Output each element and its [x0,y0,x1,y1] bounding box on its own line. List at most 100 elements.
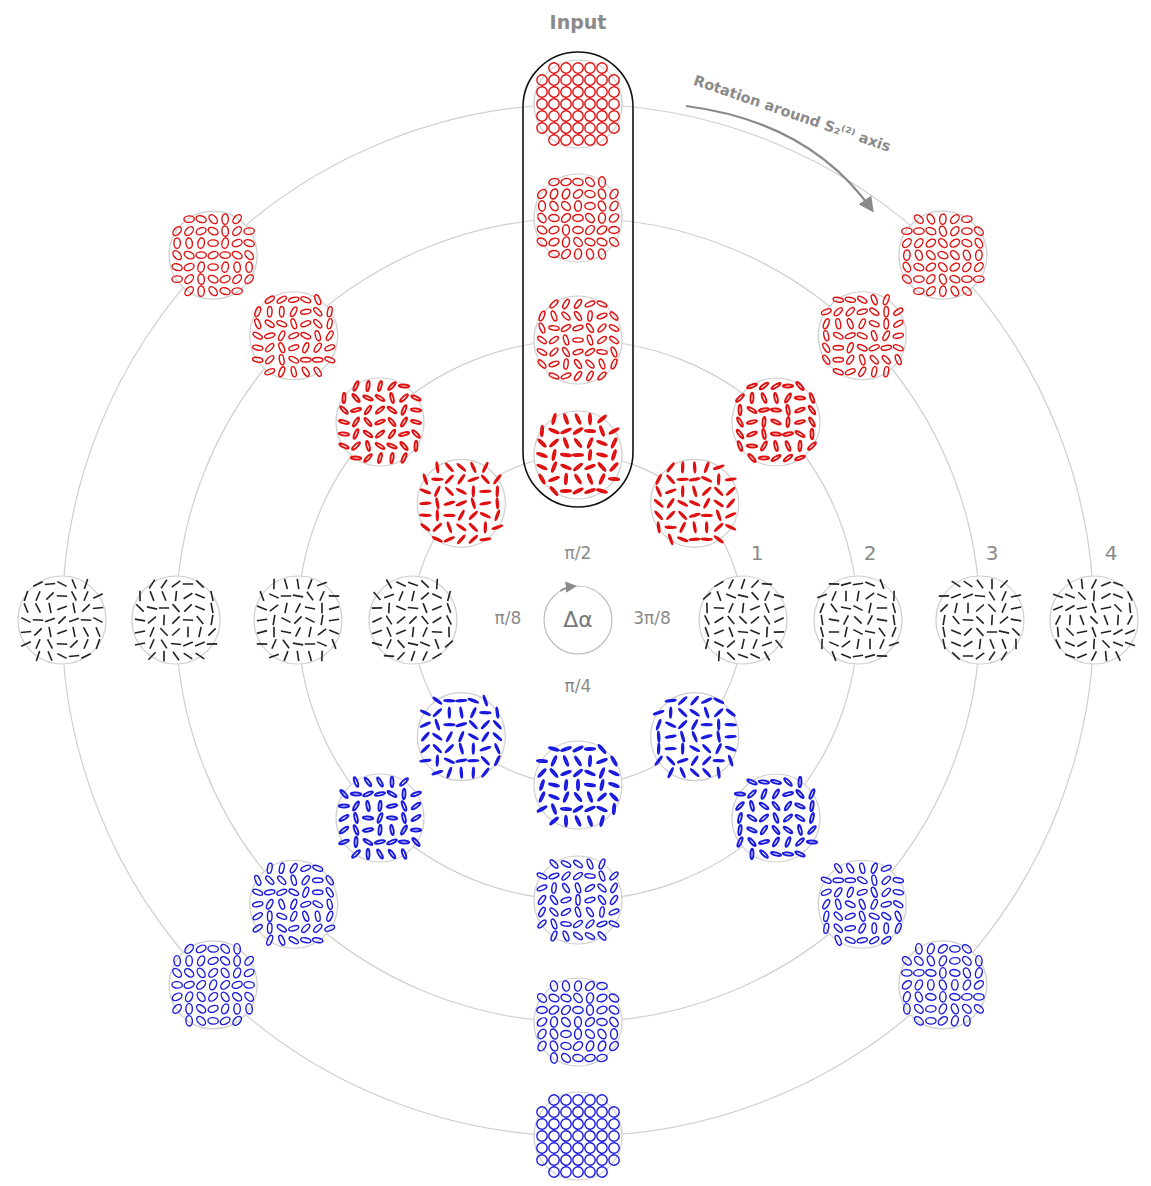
polarization-ellipse [938,979,948,991]
polarization-ellipse [822,899,831,910]
polarization-ellipse [411,802,421,811]
polarization-ellipse [246,262,253,272]
polarization-line [260,591,264,601]
polarization-line [150,639,154,649]
polarization-line [1011,619,1021,621]
polarization-line [955,603,957,613]
polarization-disk [818,860,906,948]
polarization-ellipse [565,816,567,826]
polarization-ellipse [573,488,583,494]
disk-outline [169,941,257,1029]
polarization-ellipse [376,777,384,787]
polarization-ellipse [937,1015,949,1027]
polarization-disk [651,459,739,547]
polarization-ellipse [551,756,557,766]
polarization-ellipse [689,538,699,540]
polarization-ellipse [561,1107,572,1118]
polarization-ellipse [472,767,474,777]
polarization-ellipse [481,720,489,728]
polarization-line [398,640,405,648]
polarization-line [975,595,985,596]
polarization-ellipse [538,322,546,333]
polarization-ellipse [552,414,557,425]
polarization-ellipse [784,393,792,403]
polarization-ellipse [810,801,814,812]
polarization-line [964,641,973,647]
polarization-ellipse [339,839,350,845]
disk-outline [732,378,820,466]
polarization-ellipse [562,980,571,991]
polarization-ellipse [925,993,936,1001]
polarization-ellipse [925,238,937,249]
polarization-ellipse [597,758,607,764]
polarization-ellipse [833,863,843,874]
polarization-ellipse [312,318,323,329]
polarization-ellipse [549,895,559,906]
angle-label: π/8 [493,609,524,628]
polarization-line [329,595,339,597]
polarization-ellipse [560,1016,572,1028]
polarization-line [321,651,323,661]
polarization-ellipse [607,1129,620,1142]
polarization-line [1065,654,1075,657]
polarization-ellipse [572,324,583,331]
disk-outline [818,860,906,948]
polarization-ellipse [548,178,560,187]
polarization-ellipse [387,406,397,414]
polarization-ellipse [795,381,804,391]
polarization-ellipse [759,802,769,810]
polarization-ellipse [881,354,892,365]
polarization-ellipse [870,330,878,341]
polarization-ellipse [901,273,913,285]
polarization-ellipse [575,414,581,424]
polarization-ellipse [783,791,794,796]
polarization-ellipse [377,813,384,824]
polarization-ellipse [823,330,830,341]
polarization-line [183,642,193,646]
polarization-ellipse [436,755,438,765]
polarization-ellipse [221,226,228,237]
polarization-ellipse [595,1165,608,1178]
polarization-ellipse [937,250,949,260]
polarization-ellipse [716,744,722,754]
polarization-ellipse [893,332,904,339]
polarization-ellipse [561,75,572,86]
polarization-ellipse [571,1105,586,1120]
polarization-ellipse [894,923,902,934]
polarization-ellipse [444,537,454,543]
polarization-line [991,615,993,625]
polarization-ellipse [961,993,972,1000]
polarization-ellipse [433,709,442,717]
polarization-ellipse [975,250,982,261]
polarization-line [161,640,167,649]
polarization-ellipse [172,981,183,988]
polarization-ellipse [574,201,582,212]
polarization-ellipse [219,1016,231,1027]
polarization-line [270,605,278,611]
polarization-ellipse [608,908,619,916]
polarization-line [705,615,710,624]
polarization-line [844,615,849,624]
polarization-ellipse [573,919,584,929]
polarization-ellipse [571,109,585,123]
polarization-ellipse [539,201,546,211]
polarization-ellipse [881,864,892,872]
polarization-ellipse [587,792,593,802]
polarization-ellipse [597,806,607,812]
polarization-line [269,654,279,658]
polarization-ellipse [547,61,560,74]
polarization-ellipse [363,395,374,402]
polarization-ellipse [536,872,547,880]
polarization-ellipse [185,238,192,249]
polarization-ellipse [562,298,571,309]
polarization-ellipse [961,238,973,248]
polarization-ellipse [572,236,584,248]
polarization-ellipse [587,474,593,484]
polarization-ellipse [244,228,255,235]
polarization-line [372,643,382,646]
polarization-ellipse [535,1117,549,1131]
polarization-line [750,606,760,610]
polarization-ellipse [411,419,422,424]
polarization-disk [899,211,987,299]
polarization-ellipse [914,979,924,991]
